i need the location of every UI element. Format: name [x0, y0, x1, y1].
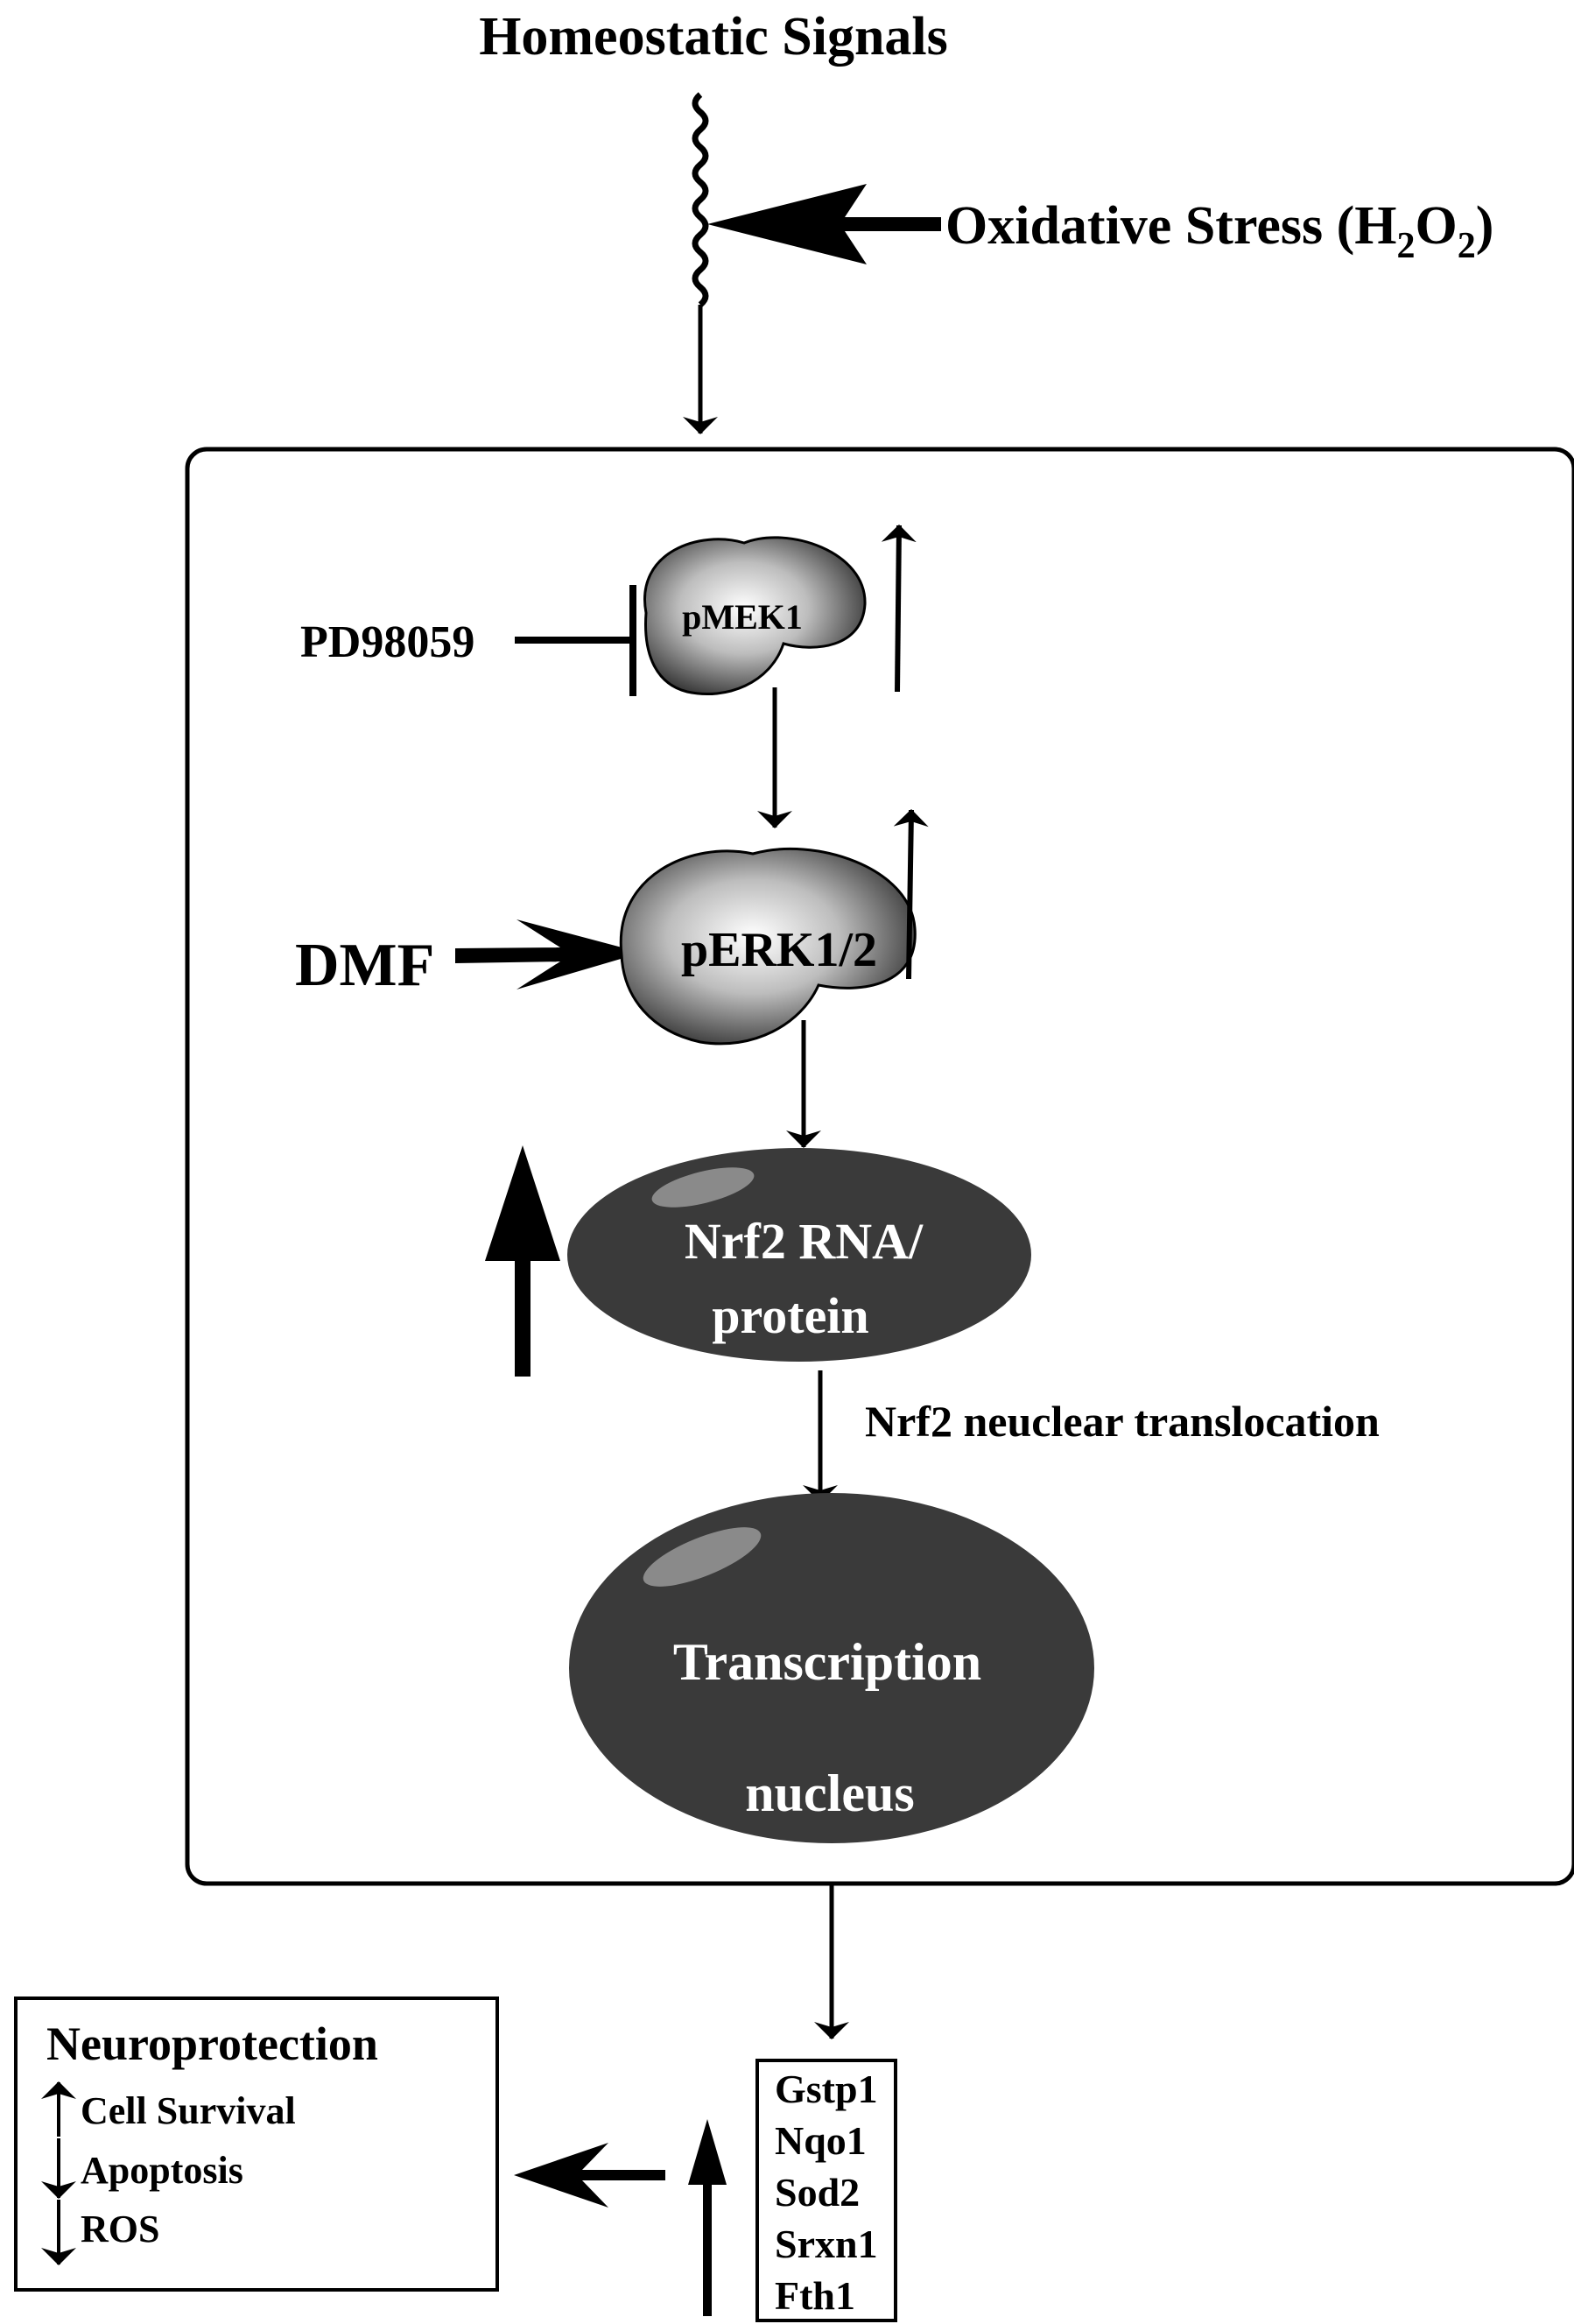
genes-up-arrow: [688, 2119, 727, 2316]
cell-boundary: [185, 447, 1574, 1886]
nrf2-label-line2: protein: [712, 1287, 868, 1344]
genes-to-outcome-arrow: [514, 2143, 665, 2208]
gene-item: Sod2: [775, 2170, 860, 2215]
gene-item: Fth1: [775, 2273, 855, 2318]
outcome-item-ros: ROS: [81, 2208, 159, 2250]
oxidative-stress-arrow: [707, 184, 941, 264]
translocation-label: Nrf2 neuclear translocation: [865, 1397, 1380, 1446]
nucleus: Transcription nucleus: [569, 1493, 1094, 1843]
gene-box: [755, 2059, 897, 2322]
gene-item: Nqo1: [775, 2118, 867, 2163]
nucleus-transcription-label: Transcription: [673, 1633, 981, 1691]
signal-wavy-line: [692, 92, 709, 307]
pmek1-label: pMEK1: [682, 597, 803, 637]
outcome-item-cell-survival: Cell Survival: [81, 2089, 296, 2132]
perk-label: pERK1/2: [681, 923, 877, 977]
gene-item: Srxn1: [775, 2222, 878, 2266]
oxidative-stress-label: Oxidative Stress (H2O2): [945, 196, 1493, 266]
nrf2-ellipse: Nrf2 RNA/ protein: [567, 1148, 1031, 1362]
inhibitor-label: PD98059: [300, 617, 474, 667]
nucleus-label: nucleus: [745, 1764, 914, 1822]
pmek1-protein: pMEK1: [643, 536, 867, 696]
dmf-arrow: [455, 919, 642, 989]
nrf2-label-line1: Nrf2 RNA/: [685, 1213, 924, 1270]
perk-protein: pERK1/2: [619, 847, 917, 1046]
nrf2-big-up-arrow: [485, 1145, 560, 1377]
title-homeostatic-signals: Homeostatic Signals: [479, 7, 948, 67]
perk-up-arrow: [893, 809, 929, 980]
gene-list: Gstp1 Nqo1 Sod2 Srxn1 Fth1: [775, 2067, 878, 2318]
outcome-box: [14, 1997, 499, 2292]
pmek1-up-arrow: [881, 525, 917, 693]
gene-item: Gstp1: [775, 2067, 878, 2111]
outcome-item-apoptosis: Apoptosis: [81, 2149, 243, 2192]
outcome-title: Neuroprotection: [46, 2018, 378, 2070]
activator-label: DMF: [295, 932, 434, 999]
svg-text:Oxidative Stress (H2O2): Oxidative Stress (H2O2): [945, 196, 1493, 266]
